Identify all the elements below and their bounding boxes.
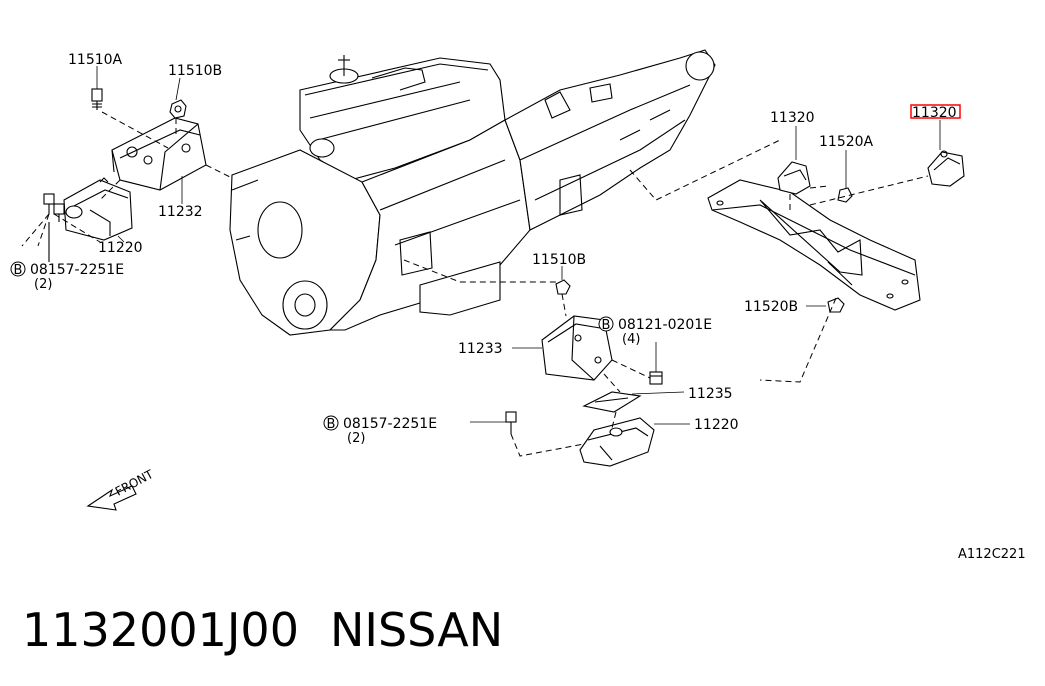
- highlight-box: [910, 104, 961, 119]
- bolt-marker-bottom: B: [323, 415, 339, 432]
- left-mount-assembly: [21, 66, 233, 262]
- svg-text:B: B: [327, 417, 336, 432]
- center-mount-assembly: [403, 259, 690, 467]
- label-11520B: 11520B: [744, 299, 798, 315]
- front-arrow: [86, 485, 137, 511]
- label-qty2-bottom: (2): [347, 431, 365, 446]
- label-08121: 08121-0201E: [618, 317, 712, 333]
- label-11233: 11233: [458, 341, 503, 357]
- svg-text:B: B: [14, 263, 23, 278]
- label-08157-left: 08157-2251E: [30, 262, 124, 278]
- engine-block-illustration: [229, 49, 716, 336]
- label-11232: 11232: [158, 204, 203, 220]
- label-11510B-mid: 11510B: [532, 252, 586, 268]
- bolt-marker-left: B: [10, 261, 26, 278]
- diagram-code: A112C221: [958, 547, 1026, 562]
- label-11220-bottom: 11220: [694, 417, 739, 433]
- bolt-marker-center: B: [598, 316, 614, 333]
- label-11510B-top: 11510B: [168, 63, 222, 79]
- caption-part-number: 1132001J00: [22, 603, 299, 657]
- label-11320-mid: 11320: [770, 110, 815, 126]
- label-qty4: (4): [622, 332, 640, 347]
- highlighted-part-11320: 11320: [910, 104, 961, 121]
- label-11520A: 11520A: [819, 134, 874, 150]
- label-11510A-top: 11510A: [68, 52, 123, 68]
- label-qty2-left: (2): [34, 277, 52, 292]
- label-08157-bottom: 08157-2251E: [343, 416, 437, 432]
- caption-brand: NISSAN: [330, 603, 503, 657]
- svg-text:B: B: [602, 318, 611, 333]
- rear-crossmember-assembly: [629, 120, 965, 383]
- label-11235: 11235: [688, 386, 733, 402]
- svg-text:11320: 11320: [912, 105, 957, 121]
- label-11220-left: 11220: [98, 240, 143, 256]
